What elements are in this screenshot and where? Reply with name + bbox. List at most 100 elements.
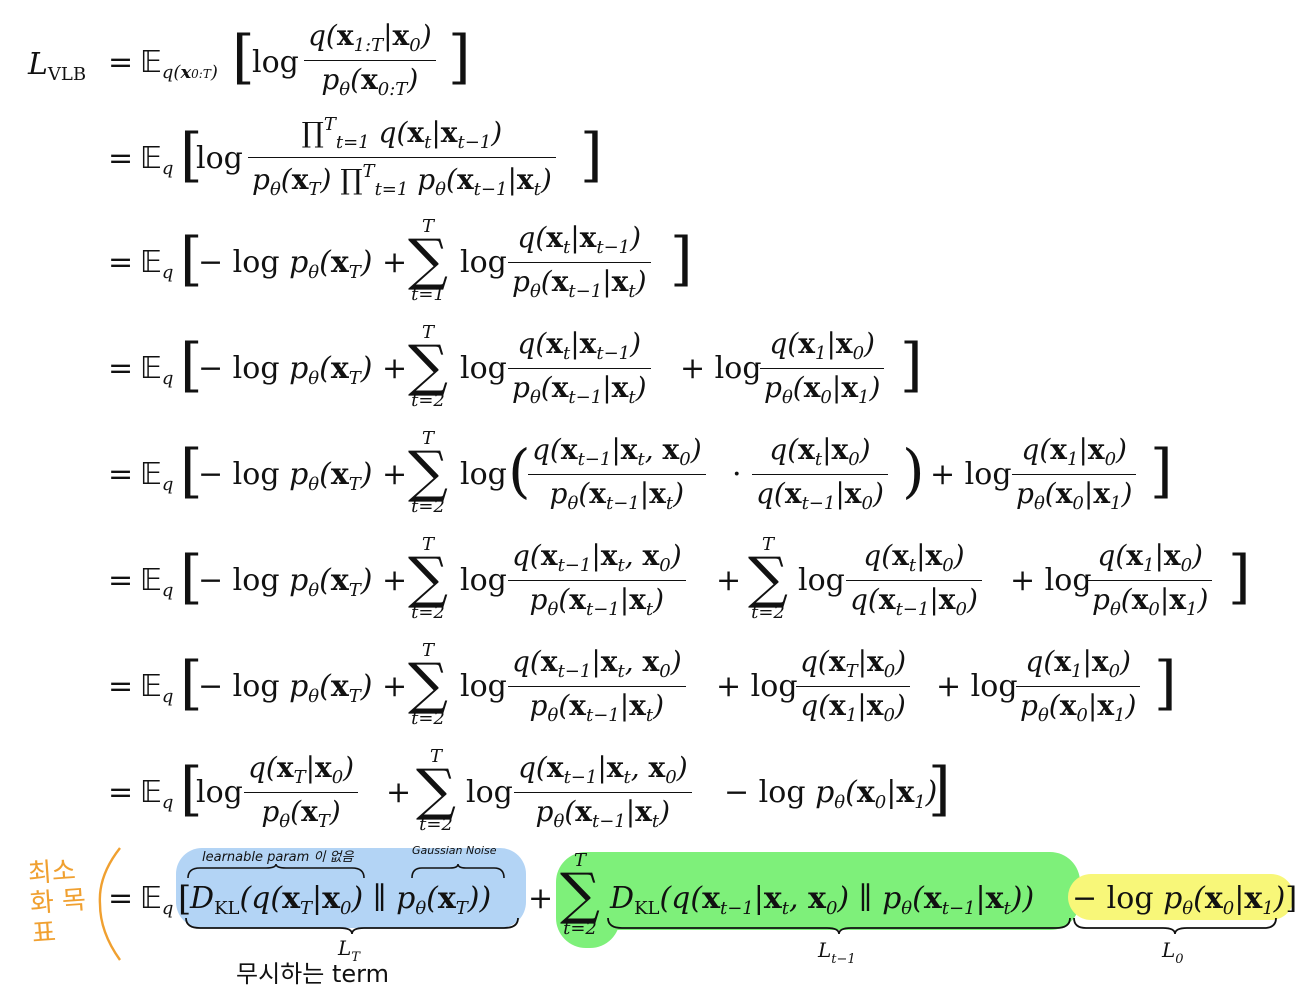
highlight-green [560, 852, 1080, 930]
summation: T∑t=2 [560, 850, 600, 940]
kl-term-t: DKL(q(xt−1|xt, x0) ∥ pθ(xt−1|xt)) [610, 881, 1035, 919]
bracket-open: [ [180, 225, 203, 293]
log-operator: log [460, 457, 507, 492]
expectation-symbol: 𝔼q [140, 881, 174, 919]
plus-log: + log [680, 351, 762, 386]
neg-log-likelihood: − log pθ(x0|x1)] [1072, 881, 1298, 919]
plus-log: + log [716, 669, 798, 704]
underbrace-LT [185, 917, 519, 934]
equation-line-5: = 𝔼q [ − log pθ(xT) + T∑t=2 log ( q(xt−1… [0, 428, 1313, 528]
equation-line-7: = 𝔼q [ − log pθ(xT) + T∑t=2 log q(xt−1|x… [0, 640, 1313, 740]
equals-sign: = [108, 669, 134, 704]
equation-line-6: = 𝔼q [ − log pθ(xT) + T∑t=2 log q(xt−1|x… [0, 534, 1313, 634]
plus-sign: + [528, 881, 554, 916]
equation-line-4: = 𝔼q [ − log pθ(xT) + T∑t=2 log q(xt|xt−… [0, 324, 1313, 424]
bracket-close: ] [448, 23, 471, 91]
expectation-symbol: 𝔼q [140, 351, 174, 389]
bracket-open: [ [180, 437, 203, 505]
annotation-paren-icon [98, 847, 121, 961]
expectation-symbol: 𝔼q [140, 563, 174, 601]
log-operator: log [460, 245, 507, 280]
log-operator: log [196, 775, 243, 810]
summation: T∑t=2 [408, 322, 448, 412]
bracket-close: ] [1154, 649, 1177, 717]
bracket-close: ] [670, 225, 693, 293]
fraction: q(xt|xt−1) pθ(xt−1|xt) [508, 222, 651, 303]
equals-sign: = [108, 775, 134, 810]
fraction: q(xT|x0) q(x1|x0) [796, 646, 911, 727]
overbrace-left [187, 864, 365, 879]
equals-sign: = [108, 563, 134, 598]
log-operator: log [798, 563, 845, 598]
annotation-ignore-term: 무시하는 term [236, 960, 389, 988]
summation: T∑t=1 [408, 216, 448, 306]
plus-log: + log [930, 457, 1012, 492]
highlight-green-sum [556, 852, 620, 948]
plus-sign: + [716, 563, 742, 598]
underbrace-L0 [1073, 917, 1277, 934]
equation-line-9: = 𝔼q [ DKL(q(xT|x0) ∥ pθ(xT)) + T∑t=2 DK… [0, 850, 1313, 950]
bracket-close: ] [1150, 437, 1173, 505]
expectation-symbol: 𝔼q [140, 245, 174, 283]
equation-line-8: = 𝔼q [ log q(xT|x0) pθ(xT) + T∑t=2 log q… [0, 746, 1313, 846]
neg-log-prior: − log pθ(xT) + [198, 457, 408, 495]
summation: T∑t=2 [408, 640, 448, 730]
lhs-symbol: LVLB [28, 47, 87, 85]
fraction: q(x1|x0) pθ(x0|x1) [1016, 646, 1141, 727]
equals-sign: = [108, 141, 134, 176]
plus-sign: + [386, 775, 412, 810]
equation-line-2: = 𝔼q [ log ∏Tt=1 q(xt|xt−1) pθ(xT) ∏Tt=1… [0, 112, 1313, 212]
neg-log-prior: − log pθ(xT) + [198, 563, 408, 601]
expectation-symbol: 𝔼q(x0:T) [140, 45, 218, 83]
annotation-gaussian: Gaussian Noise [412, 844, 497, 857]
bracket-open: [ [180, 543, 203, 611]
fraction: q(xT|x0) pθ(xT) [244, 752, 359, 833]
annotation-learnable: learnable param 이 없음 [202, 850, 354, 865]
bracket-open: [ [180, 121, 203, 189]
expectation-symbol: 𝔼q [140, 775, 174, 813]
underbrace-Lt1 [607, 917, 1071, 934]
summation: T∑t=2 [408, 428, 448, 518]
fraction: q(xt−1|xt, x0) pθ(xt−1|xt) [508, 540, 686, 621]
plus-log: + log [936, 669, 1018, 704]
bracket-open: [ [178, 879, 192, 919]
bracket-close: ] [928, 755, 951, 823]
plus-log: + log [1010, 563, 1092, 598]
log-operator: log [466, 775, 513, 810]
neg-log-prior: − log pθ(xT) + [198, 351, 408, 389]
expectation-symbol: 𝔼q [140, 457, 174, 495]
log-operator: log [252, 45, 299, 80]
fraction: q(xt−1|xt, x0) pθ(xt−1|xt) [508, 646, 686, 727]
bracket-close: ] [1228, 543, 1251, 611]
log-operator: log [460, 351, 507, 386]
summation: T∑t=2 [408, 534, 448, 624]
neg-log-likelihood: − log pθ(x0|x1) [724, 775, 938, 813]
label-LT: LT [338, 936, 360, 965]
highlight-blue [176, 848, 526, 928]
fraction: q(x1|x0) pθ(x0|x1) [760, 328, 885, 409]
fraction: q(xt−1|xt, x0) pθ(xt−1|xt) [514, 752, 692, 833]
fraction: q(x1:T|x0) pθ(x0:T) [304, 20, 436, 101]
fraction: q(xt|xt−1) pθ(xt−1|xt) [508, 328, 651, 409]
paren-close: ) [902, 437, 925, 505]
bracket-open: [ [180, 331, 203, 399]
fraction: q(x1|x0) pθ(x0|x1) [1012, 434, 1137, 515]
equals-sign: = [108, 351, 134, 386]
bracket-open: [ [180, 755, 203, 823]
dot-operator: · [732, 457, 742, 492]
neg-log-prior: − log pθ(xT) + [198, 669, 408, 707]
log-operator: log [196, 141, 243, 176]
expectation-symbol: 𝔼q [140, 141, 174, 179]
kl-term-T: DKL(q(xT|x0) ∥ pθ(xT)) [190, 881, 492, 919]
overbrace-right [411, 864, 505, 879]
fraction: q(xt−1|xt, x0) pθ(xt−1|xt) [528, 434, 706, 515]
neg-log-prior: − log pθ(xT) + [198, 245, 408, 283]
fraction: q(xt|x0) q(xt−1|x0) [846, 540, 982, 621]
fraction: q(xt|x0) q(xt−1|x0) [752, 434, 888, 515]
bracket-open: [ [232, 23, 255, 91]
equation-line-1: LVLB = 𝔼q(x0:T) [ log q(x1:T|x0) pθ(x0:T… [0, 18, 1313, 118]
equals-sign: = [108, 457, 134, 492]
summation: T∑t=2 [416, 746, 456, 836]
equals-sign: = [108, 245, 134, 280]
bracket-open: [ [180, 649, 203, 717]
